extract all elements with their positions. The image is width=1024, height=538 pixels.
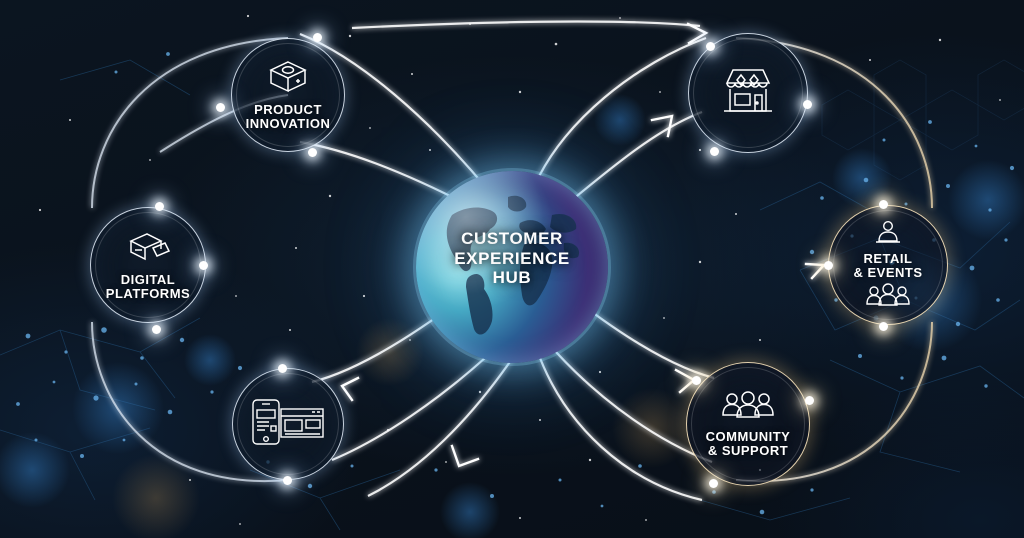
connection-dot-storefront-right (803, 100, 812, 109)
node-ring-inner (693, 38, 803, 148)
connection-dot-storefront-bottom (710, 147, 719, 156)
node-label-line1: RETAIL (863, 250, 913, 266)
hub-label-line2: EXPERIENCE (454, 248, 570, 268)
storefront-icon (718, 64, 778, 123)
node-label-line2: & EVENTS (853, 265, 923, 280)
connection-dot-storefront-topleft (706, 42, 715, 51)
node-label-line1: COMMUNITY (705, 428, 791, 444)
node-ring-inner (237, 373, 339, 475)
hub-label-line3: HUB (492, 268, 532, 287)
presenter-icon (873, 219, 903, 250)
connection-dot-digital-bottom (152, 325, 161, 334)
node-label: DIGITAL PLATFORMS (105, 271, 191, 302)
node-label-line2: PLATFORMS (105, 286, 191, 301)
connection-dot-product-bottomleft (216, 103, 225, 112)
connection-dot-product-bottom (308, 148, 317, 157)
mobile-and-browser-icon (250, 396, 326, 453)
node-label: PRODUCT INNOVATION (245, 101, 331, 132)
open-box-icon (125, 229, 171, 268)
connection-dot-community-bottom (709, 479, 718, 488)
node-community-support[interactable]: COMMUNITY & SUPPORT (686, 362, 810, 486)
node-ring-inner (236, 43, 340, 147)
node-ring-inner (833, 210, 943, 320)
connection-dot-digital-top (155, 202, 164, 211)
node-label-line2: & SUPPORT (707, 443, 789, 458)
connection-dot-community-right (805, 396, 814, 405)
connection-dot-mobile-top (278, 364, 287, 373)
globe-highlight (416, 171, 608, 363)
hub-label: CUSTOMER EXPERIENCE HUB (416, 229, 608, 288)
node-retail-events[interactable]: RETAIL & EVENTS (828, 205, 948, 325)
node-label-line2: INNOVATION (245, 116, 331, 131)
connection-dot-retail-left (824, 261, 833, 270)
globe-landmass (416, 171, 608, 363)
node-label: COMMUNITY & SUPPORT (705, 428, 791, 459)
node-product-innovation[interactable]: PRODUCT INNOVATION (231, 38, 345, 152)
connection-dot-community-topleft (692, 376, 701, 385)
connection-dot-retail-top (879, 200, 888, 209)
connection-dot-product-top (313, 33, 322, 42)
node-storefront[interactable] (688, 33, 808, 153)
node-label-line1: PRODUCT (254, 101, 322, 117)
hub-globe: CUSTOMER EXPERIENCE HUB (416, 171, 608, 363)
audience-group-icon (864, 282, 912, 312)
node-mobile-web[interactable] (232, 368, 344, 480)
package-box-icon (267, 59, 309, 98)
connection-dot-mobile-bottom (283, 476, 292, 485)
people-group-icon (720, 390, 776, 425)
node-ring-inner (691, 367, 805, 481)
node-digital-platforms[interactable]: DIGITAL PLATFORMS (90, 207, 206, 323)
hub-label-line1: CUSTOMER (461, 229, 563, 248)
node-label: RETAIL & EVENTS (853, 250, 923, 281)
node-label-line1: DIGITAL (120, 271, 176, 287)
connection-dot-digital-right (199, 261, 208, 270)
connection-dot-retail-bottom (879, 322, 888, 331)
